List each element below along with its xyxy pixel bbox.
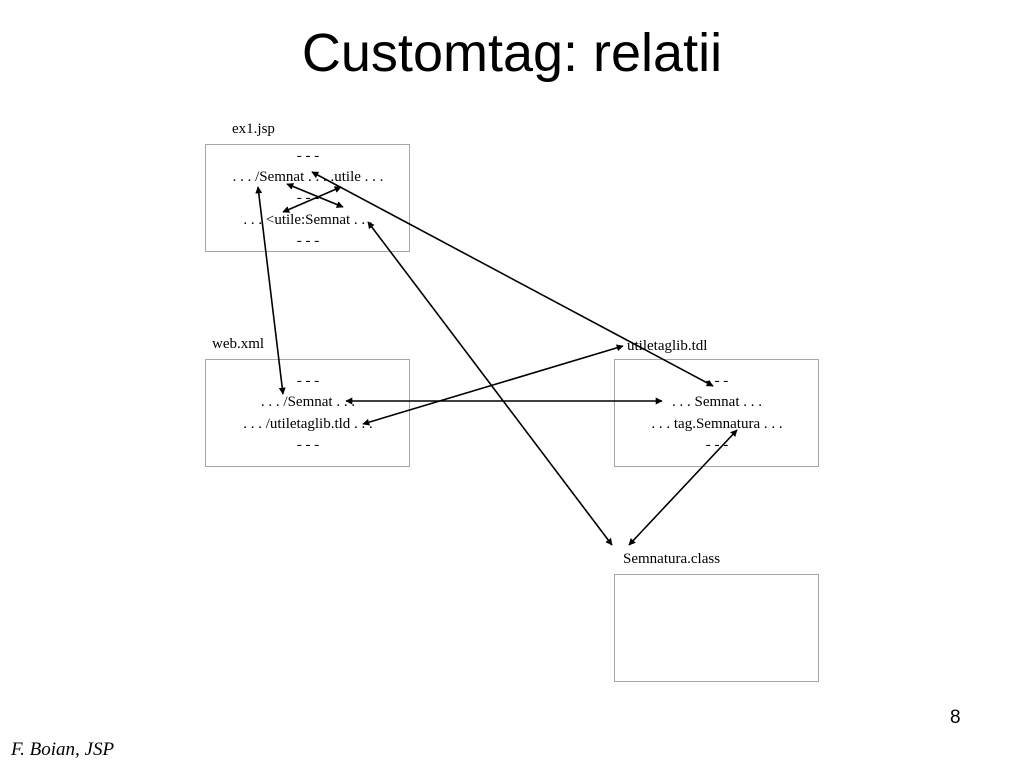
semnatura-class-label: Semnatura.class [623,551,721,567]
arrow-semnat-utile [286,183,344,208]
arrow-ex1-tld [311,171,714,387]
tld-line-2: . . . Semnat . . . [672,394,762,410]
arrow-ex1-web [255,186,286,395]
web-line-4: - - - [296,437,320,453]
web-line-3: . . . /utiletaglib.tld . . . [243,416,373,432]
web-line-2: . . . /Semnat . . . [260,394,356,410]
page-number: 8 [950,707,961,728]
semnatura-class-box [614,574,819,682]
ex1-jsp-label: ex1.jsp [232,121,275,137]
web-xml-label: web.xml [212,336,265,352]
arrow-ex1-class [367,221,613,546]
arrow-utile-tag [282,186,342,213]
ex1-line-1: - - - [296,148,320,164]
arrow-web-tld-label [362,344,624,426]
tld-line-3: . . . tag.Semnatura . . . [651,416,783,432]
arrow-tld-class [628,429,738,546]
footer-author: F. Boian, JSP [11,739,115,760]
slide-title: Customtag: relatii [301,23,723,83]
